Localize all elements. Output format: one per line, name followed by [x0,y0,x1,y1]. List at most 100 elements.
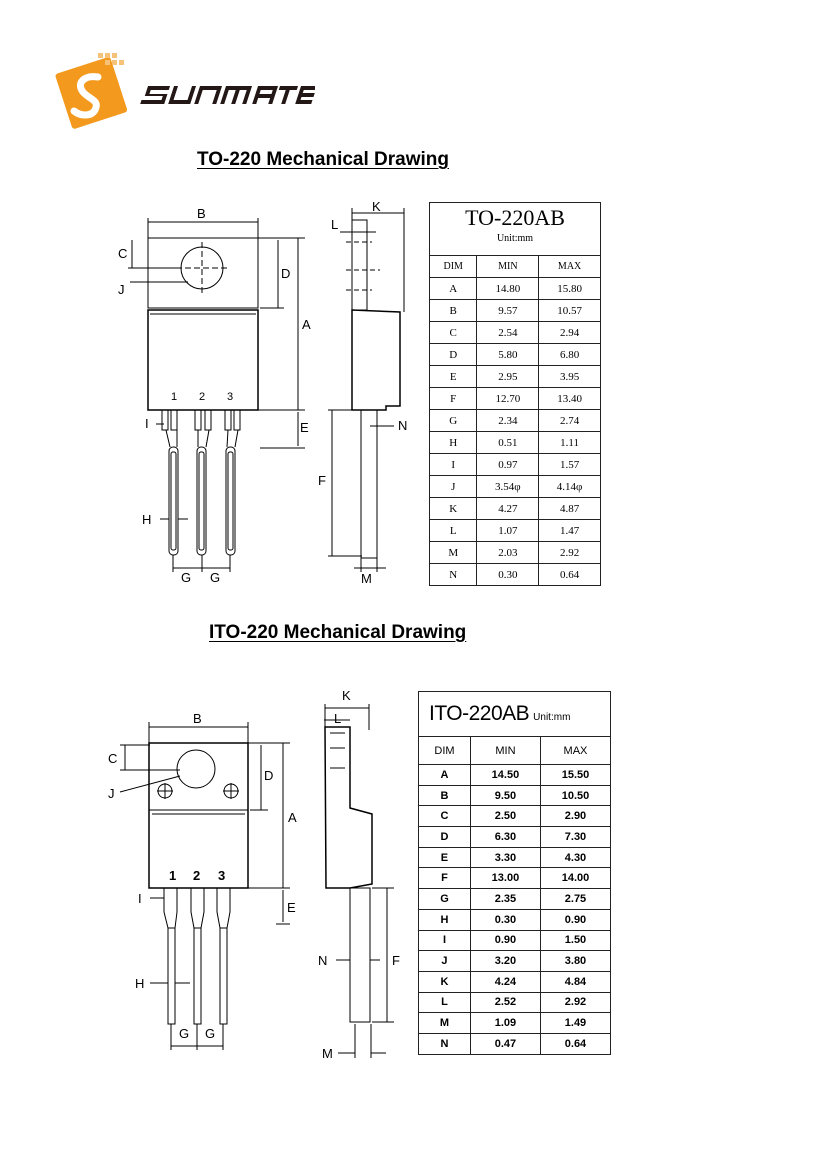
to220-pin-1: 1 [171,391,177,403]
ito220-cell-dim: K [418,970,471,993]
ito220-cell-min: 3.20 [469,950,541,972]
to220-cell-max: 0.64 [538,563,601,586]
ito220-cell-dim: L [418,991,471,1014]
to220-cell-min: 12.70 [476,387,540,410]
ito220-cell-min: 1.09 [469,1012,541,1034]
ito220-cell-dim: M [418,1012,471,1034]
ito220-cell-dim: E [418,846,471,869]
ito220-pin-3: 3 [218,868,225,883]
ito220-pin-1: 1 [169,868,176,883]
ito220-table-title: ITO-220AB [429,702,530,725]
ito220-cell-min: 2.52 [469,991,541,1014]
to220-pin-2: 2 [199,391,205,403]
ito220-cell-max: 10.50 [539,784,612,807]
ito220-cell-min: 0.30 [469,908,541,931]
ito220-cell-min: 9.50 [469,784,541,807]
ito220-cell-max: 15.50 [539,764,612,786]
to220-cell-dim: N [428,563,478,586]
ito220-cell-max: 0.90 [539,908,612,931]
to220-label-j: J [118,282,125,297]
ito220-label-k: K [342,688,351,703]
ito220-cell-max: 14.00 [539,867,612,890]
ito220-label-c: C [108,751,117,766]
ito220-side-body [324,726,373,889]
ito220-cell-min: 0.47 [469,1032,541,1055]
ito220-label-h: H [135,976,144,991]
ito220-cell-min: 0.90 [469,929,541,952]
to220-cell-max: 2.94 [538,321,601,344]
to220-table-caption: TO-220AB Unit:mm [429,202,601,256]
ito220-label-m: M [322,1046,333,1061]
ito220-label-i: I [138,891,142,906]
to220-section-title: TO-220 Mechanical Drawing [197,149,450,170]
ito220-cell-max: 2.75 [539,888,612,910]
ito220-cell-dim: H [418,908,471,931]
to220-label-l: L [331,217,338,232]
to220-label-h: H [142,512,151,527]
ito220-cell-min: 3.30 [469,846,541,869]
ito220-table-unit: Unit:mm [533,712,571,723]
ito220-cell-min: 2.35 [469,888,541,910]
to220-label-b: B [197,206,206,221]
ito220-col-dim: DIM [418,736,471,765]
to220-pin-3: 3 [227,391,233,403]
ito220-label-f: F [392,953,400,968]
ito220-cell-dim: G [418,888,471,910]
ito220-cell-dim: C [418,805,471,828]
to220-table-unit: Unit:mm [496,233,534,244]
to220-cell-max: 6.80 [538,343,601,366]
to220-label-a: A [302,317,311,332]
to220-label-k: K [372,199,381,214]
ito220-cell-max: 4.84 [539,970,612,993]
ito220-pin-2: 2 [193,868,200,883]
to220-label-i: I [145,416,149,431]
ito220-label-a: A [288,810,297,825]
ito220-side-lead [349,887,371,1023]
ito220-cell-max: 3.80 [539,950,612,972]
to220-label-f: F [318,473,326,488]
to220-label-e: E [300,420,309,435]
ito220-mounting-hole [176,749,216,789]
ito220-cell-max: 2.92 [539,991,612,1014]
ito220-cell-dim: J [418,950,471,972]
ito220-label-j: J [108,786,115,801]
ito220-cell-min: 14.50 [469,764,541,786]
logo-mark [55,53,128,129]
to220-label-c: C [118,246,127,261]
to220-tab-outline [147,237,259,309]
ito220-cell-min: 2.50 [469,805,541,828]
to220-table-title: TO-220AB [465,205,565,230]
ito220-label-e: E [287,900,296,915]
to220-cell-min: 3.54φ [476,475,540,498]
ito220-label-d: D [264,768,273,783]
to220-cell-min: 4.27 [476,497,540,520]
ito220-label-l: L [334,711,341,726]
ito220-cell-max: 2.90 [539,805,612,828]
ito220-cell-dim: N [418,1032,471,1055]
ito220-col-min: MIN [469,736,541,765]
to220-cell-max: 2.92 [538,541,601,564]
